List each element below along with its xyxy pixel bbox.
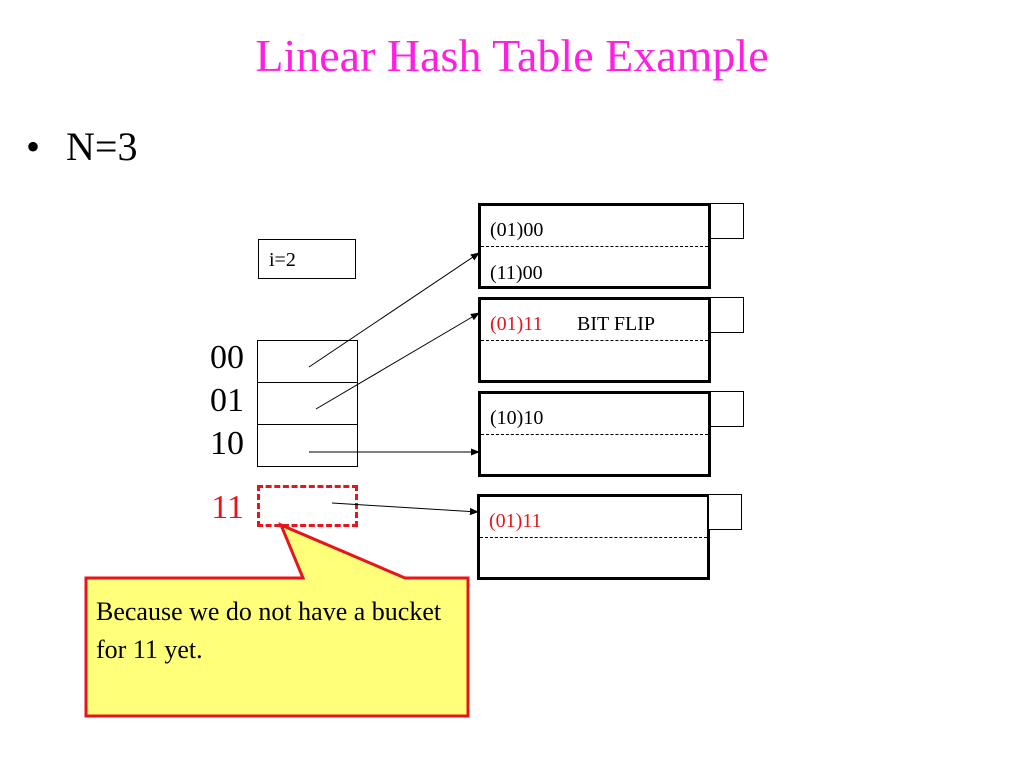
bucket-00-overflow-pointer bbox=[710, 203, 744, 239]
slot-divider bbox=[481, 246, 708, 247]
bullet-line: • N=3 bbox=[26, 122, 137, 172]
dir-label-11: 11 bbox=[211, 489, 244, 526]
dir-label-01: 01 bbox=[210, 382, 244, 419]
dir-label-00: 00 bbox=[210, 339, 244, 376]
bucket-11-slot-1: (01)11 bbox=[489, 510, 542, 532]
bucket-10: (10)10 bbox=[478, 391, 711, 477]
i-value-box: i=2 bbox=[258, 239, 356, 279]
bucket-00-slot-2: (11)00 bbox=[490, 262, 543, 284]
bucket-01-slot-1: (01)11 bbox=[490, 313, 543, 335]
bullet-text: N=3 bbox=[66, 124, 138, 169]
slot-divider bbox=[481, 434, 708, 435]
dir-label-10: 10 bbox=[210, 425, 244, 462]
bucket-01-overflow-pointer bbox=[710, 297, 744, 333]
callout-text: Because we do not have a bucket for 11 y… bbox=[96, 597, 442, 664]
bucket-11-overflow-pointer bbox=[708, 494, 742, 530]
bullet-marker: • bbox=[26, 124, 41, 169]
slot-divider bbox=[480, 537, 707, 538]
bucket-10-overflow-pointer bbox=[710, 391, 744, 427]
slot-divider bbox=[481, 340, 708, 341]
bit-flip-note: BIT FLIP bbox=[577, 313, 655, 335]
slide-title: Linear Hash Table Example bbox=[255, 30, 769, 81]
bucket-01: (01)11 BIT FLIP bbox=[478, 297, 711, 383]
bucket-00-slot-1: (01)00 bbox=[490, 219, 544, 241]
bucket-11: (01)11 bbox=[477, 494, 710, 580]
dir-cell-10 bbox=[257, 424, 358, 467]
bucket-10-slot-1: (10)10 bbox=[490, 407, 544, 429]
bucket-00: (01)00 (11)00 bbox=[478, 203, 711, 289]
arrow-11-to-bucket-11 bbox=[331, 502, 479, 516]
arrow-01-to-bucket-01 bbox=[315, 312, 480, 410]
callout-balloon bbox=[84, 522, 470, 718]
dir-cell-01 bbox=[257, 382, 358, 425]
dir-cell-11-pending bbox=[257, 485, 358, 527]
arrow-00-to-bucket-00 bbox=[308, 252, 480, 368]
